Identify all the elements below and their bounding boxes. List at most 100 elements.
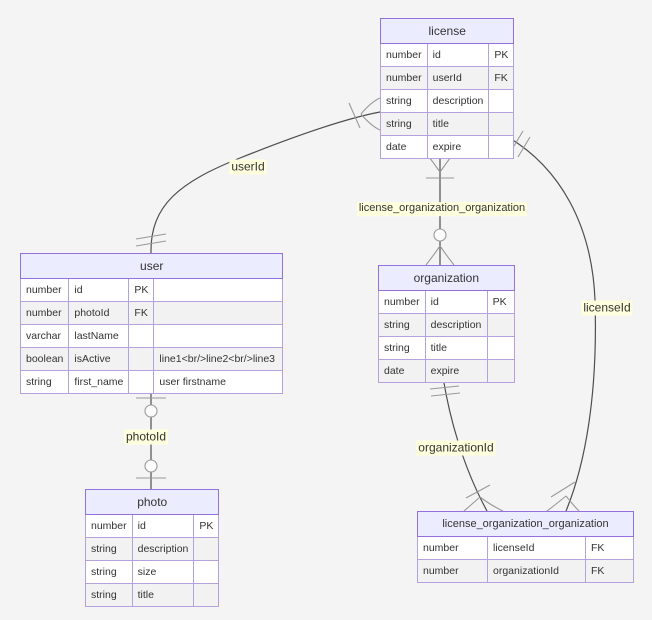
relationship-label-organizationid: organizationId (416, 440, 496, 456)
attr-name: first_name (68, 370, 130, 394)
relationship-label-userid: userId (229, 159, 267, 175)
attr-name: userId (426, 66, 490, 90)
attr-name: id (68, 278, 130, 302)
cardinality-one-or-more-junction (546, 481, 580, 512)
entity-title: user (19, 253, 284, 279)
attr-type: string (380, 89, 428, 113)
attr-key (488, 135, 515, 159)
attr-type: number (85, 514, 133, 538)
attribute-row: number id PK (85, 514, 220, 538)
attribute-row: number id PK (19, 278, 284, 302)
cardinality-exactly-one-user (135, 233, 167, 247)
cardinality-zero-or-one-photo (136, 459, 166, 479)
attr-name: expire (426, 135, 490, 159)
entity-license-organization-organization: license_organization_organization number… (417, 511, 634, 583)
attr-name: lastName (68, 324, 130, 348)
cardinality-one-or-more-junction (463, 484, 504, 512)
attr-comment: user firstname (153, 370, 284, 394)
entity-title: license (379, 18, 515, 44)
attr-key (488, 89, 515, 113)
attr-name: photoId (68, 301, 130, 325)
attr-name: id (426, 43, 490, 67)
attribute-row: string size (85, 560, 220, 584)
attr-type: string (378, 313, 426, 337)
entity-photo: photo number id PK string description st… (84, 489, 220, 607)
attr-comment (153, 301, 284, 325)
attribute-row: string title (85, 583, 220, 607)
relationship-label-license-organization-organization: license_organization_organization (356, 202, 528, 216)
attribute-row: number licenseId FK (417, 536, 634, 560)
attr-type: string (85, 560, 133, 584)
attr-comment (153, 278, 284, 302)
attr-type: number (380, 43, 428, 67)
attr-name: isActive (68, 347, 130, 371)
attr-comment (153, 324, 284, 348)
attr-type: string (85, 537, 133, 561)
attr-name: organizationId (487, 559, 586, 583)
attr-type: string (380, 112, 428, 136)
attr-type: string (19, 370, 70, 394)
attr-key (486, 313, 515, 337)
edge-license-junction (507, 130, 596, 512)
attr-key (486, 336, 515, 360)
cardinality-exactly-one-organization (429, 385, 461, 397)
attr-comment: line1<br/>line2<br/>line3 (153, 347, 284, 371)
attr-key: PK (193, 514, 220, 538)
attr-key: PK (128, 278, 155, 302)
attr-type: date (380, 135, 428, 159)
attr-type: number (378, 290, 426, 314)
entity-user: user number id PK number photoId FK varc… (19, 253, 284, 394)
attr-key: FK (585, 559, 634, 583)
attr-type: number (417, 536, 488, 560)
attribute-row: number photoId FK (19, 301, 284, 325)
attribute-row: string description (85, 537, 220, 561)
attr-type: number (380, 66, 428, 90)
attribute-row: string title (380, 112, 515, 136)
attr-key (128, 347, 155, 371)
attr-key: PK (488, 43, 515, 67)
attr-key: FK (128, 301, 155, 325)
cardinality-zero-or-more-organization (425, 228, 455, 266)
attribute-row: string title (378, 336, 515, 360)
attr-name: licenseId (487, 536, 586, 560)
attribute-row: number userId FK (380, 66, 515, 90)
attr-name: id (424, 290, 488, 314)
attr-key (488, 112, 515, 136)
attr-name: description (131, 537, 195, 561)
attribute-row: boolean isActive line1<br/>line2<br/>lin… (19, 347, 284, 371)
attr-type: string (378, 336, 426, 360)
attr-key (193, 560, 220, 584)
attr-key (486, 359, 515, 383)
attribute-row: date expire (378, 359, 515, 383)
entity-organization: organization number id PK string descrip… (378, 265, 515, 383)
relationship-label-photoid: photoId (123, 429, 169, 445)
attr-type: boolean (19, 347, 70, 371)
attribute-row: number organizationId FK (417, 559, 634, 583)
attr-type: number (417, 559, 488, 583)
attr-name: description (426, 89, 490, 113)
attribute-row: date expire (380, 135, 515, 159)
entity-title: photo (84, 489, 220, 515)
attr-name: title (131, 583, 195, 607)
attribute-row: number id PK (380, 43, 515, 67)
cardinality-zero-or-one-user (136, 397, 166, 418)
attr-key: FK (585, 536, 634, 560)
entity-title: organization (378, 265, 515, 291)
attr-type: number (19, 301, 70, 325)
attribute-row: number id PK (378, 290, 515, 314)
attr-type: number (19, 278, 70, 302)
edge-user-license (135, 97, 381, 254)
attr-name: size (131, 560, 195, 584)
attribute-row: varchar lastName (19, 324, 284, 348)
relationship-label-licenseid: licenseId (581, 300, 633, 316)
attr-key (128, 324, 155, 348)
attr-key (128, 370, 155, 394)
attr-name: description (424, 313, 488, 337)
attr-key (193, 537, 220, 561)
entity-license: license number id PK number userId FK st… (379, 18, 515, 159)
attr-name: expire (424, 359, 488, 383)
attr-type: date (378, 359, 426, 383)
attribute-row: string first_name user firstname (19, 370, 284, 394)
attr-key: PK (486, 290, 515, 314)
